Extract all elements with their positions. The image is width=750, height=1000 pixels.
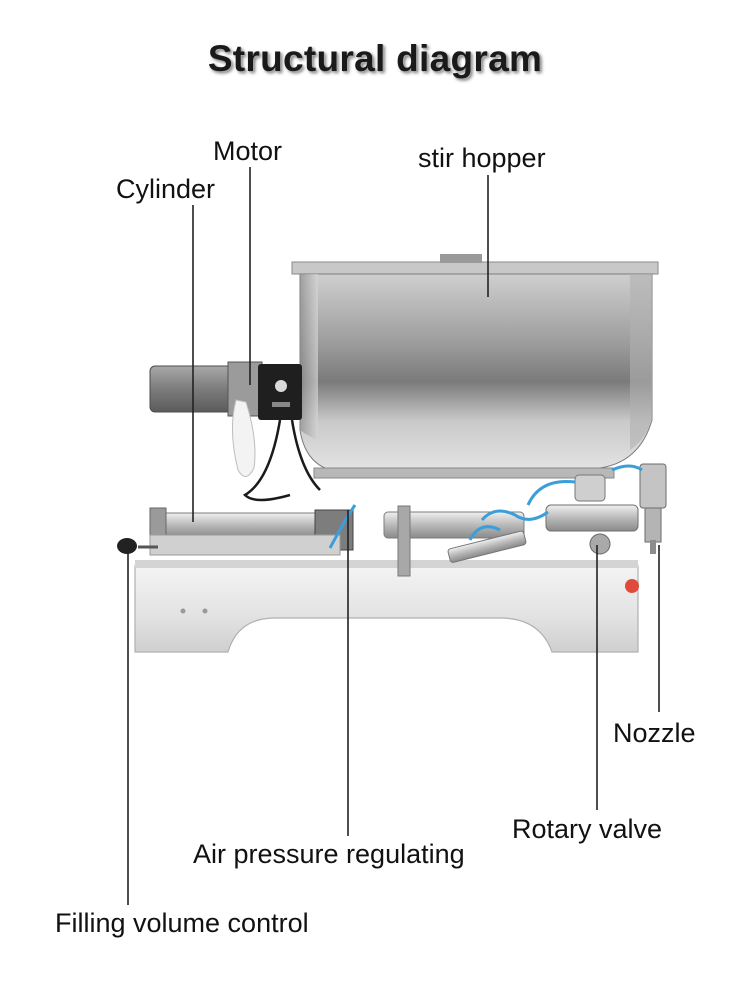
- label-rotary-valve: Rotary valve: [512, 814, 663, 844]
- leader-lines: [127, 167, 660, 905]
- label-air-pressure-regulating: Air pressure regulating: [193, 839, 465, 869]
- rotary-valve: [545, 474, 639, 555]
- label-cylinder: Cylinder: [116, 174, 216, 204]
- motor: [149, 361, 321, 502]
- page-title: Structural diagram: [207, 38, 543, 79]
- stir-hopper: [291, 254, 659, 479]
- label-motor: Motor: [213, 136, 283, 166]
- air-hoses: [328, 464, 643, 549]
- nozzle: [639, 463, 667, 554]
- label-nozzle: Nozzle: [613, 718, 696, 748]
- label-stir-hopper: stir hopper: [418, 143, 546, 173]
- label-filling-volume-control: Filling volume control: [55, 908, 309, 938]
- machine-base: [134, 560, 639, 653]
